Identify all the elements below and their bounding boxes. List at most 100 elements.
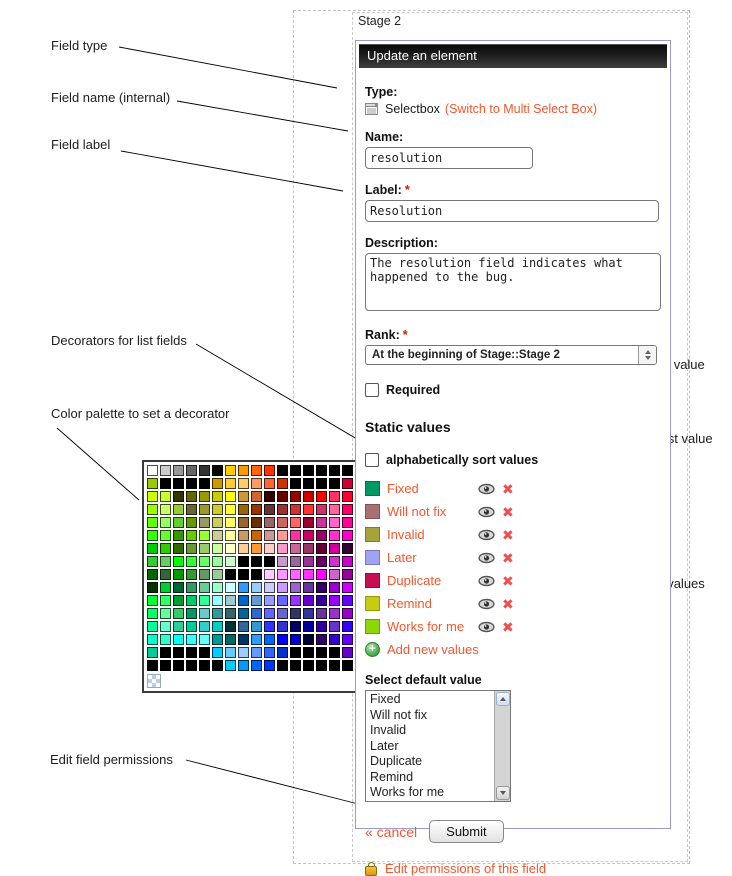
palette-swatch[interactable] — [212, 556, 223, 567]
palette-swatch[interactable] — [225, 491, 236, 502]
palette-swatch[interactable] — [303, 582, 314, 593]
palette-swatch[interactable] — [238, 569, 249, 580]
palette-swatch[interactable] — [147, 621, 158, 632]
palette-swatch[interactable] — [238, 608, 249, 619]
palette-swatch[interactable] — [316, 478, 327, 489]
palette-swatch[interactable] — [316, 660, 327, 671]
switch-to-multi-select-link[interactable]: (Switch to Multi Select Box) — [444, 102, 598, 116]
palette-swatch[interactable] — [290, 491, 301, 502]
palette-swatch[interactable] — [212, 634, 223, 645]
palette-swatch[interactable] — [238, 543, 249, 554]
palette-swatch[interactable] — [147, 478, 158, 489]
palette-swatch[interactable] — [160, 595, 171, 606]
palette-swatch[interactable] — [225, 582, 236, 593]
palette-swatch[interactable] — [316, 491, 327, 502]
palette-swatch[interactable] — [251, 478, 262, 489]
palette-swatch[interactable] — [238, 504, 249, 515]
palette-swatch[interactable] — [160, 634, 171, 645]
edit-permissions-link[interactable]: Edit permissions of this field — [385, 861, 547, 876]
palette-swatch[interactable] — [173, 491, 184, 502]
palette-swatch[interactable] — [147, 608, 158, 619]
decorator-swatch[interactable] — [365, 619, 380, 634]
default-value-option[interactable]: Invalid — [370, 723, 407, 737]
decorator-swatch[interactable] — [365, 596, 380, 611]
palette-swatch[interactable] — [160, 530, 171, 541]
cancel-link[interactable]: « cancel — [365, 823, 418, 840]
palette-swatch[interactable] — [342, 465, 353, 476]
decorator-swatch[interactable] — [365, 527, 380, 542]
static-value-label[interactable]: Duplicate — [387, 573, 442, 588]
palette-swatch[interactable] — [342, 582, 353, 593]
palette-swatch[interactable] — [251, 530, 262, 541]
palette-swatch[interactable] — [238, 517, 249, 528]
add-values-icon[interactable] — [365, 642, 380, 657]
hide-value-eye-icon[interactable] — [478, 483, 495, 495]
palette-swatch[interactable] — [303, 647, 314, 658]
palette-swatch[interactable] — [147, 543, 158, 554]
palette-swatch[interactable] — [160, 465, 171, 476]
palette-swatch[interactable] — [264, 556, 275, 567]
palette-swatch[interactable] — [160, 556, 171, 567]
palette-swatch[interactable] — [225, 621, 236, 632]
palette-swatch[interactable] — [173, 647, 184, 658]
label-input[interactable] — [365, 200, 659, 222]
palette-swatch[interactable] — [303, 621, 314, 632]
palette-swatch[interactable] — [329, 621, 340, 632]
default-value-option[interactable]: Will not fix — [370, 707, 427, 722]
palette-swatch[interactable] — [147, 530, 158, 541]
palette-swatch[interactable] — [251, 660, 262, 671]
palette-swatch[interactable] — [342, 530, 353, 541]
palette-swatch[interactable] — [329, 478, 340, 489]
palette-swatch[interactable] — [212, 504, 223, 515]
palette-swatch[interactable] — [199, 569, 210, 580]
palette-swatch[interactable] — [290, 465, 301, 476]
palette-swatch[interactable] — [173, 478, 184, 489]
palette-swatch[interactable] — [212, 465, 223, 476]
palette-swatch[interactable] — [251, 608, 262, 619]
palette-swatch[interactable] — [186, 504, 197, 515]
palette-swatch[interactable] — [303, 569, 314, 580]
static-value-label[interactable]: Remind — [387, 596, 432, 611]
palette-swatch[interactable] — [160, 543, 171, 554]
palette-swatch[interactable] — [199, 608, 210, 619]
palette-swatch[interactable] — [225, 517, 236, 528]
palette-swatch[interactable] — [238, 465, 249, 476]
palette-swatch[interactable] — [186, 517, 197, 528]
palette-swatch[interactable] — [147, 634, 158, 645]
palette-swatch[interactable] — [251, 465, 262, 476]
palette-swatch[interactable] — [173, 569, 184, 580]
palette-swatch[interactable] — [212, 595, 223, 606]
palette-swatch[interactable] — [160, 660, 171, 671]
palette-swatch[interactable] — [173, 660, 184, 671]
palette-swatch[interactable] — [186, 556, 197, 567]
palette-swatch[interactable] — [173, 582, 184, 593]
palette-swatch[interactable] — [264, 491, 275, 502]
palette-swatch[interactable] — [147, 517, 158, 528]
palette-swatch[interactable] — [186, 530, 197, 541]
palette-swatch[interactable] — [147, 491, 158, 502]
palette-swatch[interactable] — [290, 556, 301, 567]
palette-swatch[interactable] — [290, 543, 301, 554]
default-value-option[interactable]: Works for me — [370, 785, 445, 799]
palette-swatch[interactable] — [303, 660, 314, 671]
palette-swatch[interactable] — [342, 660, 353, 671]
palette-swatch[interactable] — [199, 465, 210, 476]
palette-swatch[interactable] — [251, 634, 262, 645]
palette-swatch[interactable] — [251, 491, 262, 502]
delete-value-icon[interactable]: ✖ — [502, 480, 514, 497]
palette-swatch[interactable] — [277, 660, 288, 671]
static-value-label[interactable]: Will not fix — [387, 504, 447, 519]
palette-swatch[interactable] — [316, 556, 327, 567]
palette-swatch[interactable] — [173, 621, 184, 632]
add-new-values-link[interactable]: Add new values — [387, 642, 479, 657]
hide-value-eye-icon[interactable] — [478, 529, 495, 541]
palette-swatch[interactable] — [342, 621, 353, 632]
palette-swatch[interactable] — [290, 517, 301, 528]
palette-swatch[interactable] — [173, 556, 184, 567]
palette-swatch[interactable] — [199, 491, 210, 502]
palette-swatch[interactable] — [329, 543, 340, 554]
palette-swatch[interactable] — [290, 634, 301, 645]
palette-swatch[interactable] — [186, 647, 197, 658]
palette-swatch[interactable] — [160, 621, 171, 632]
palette-swatch[interactable] — [277, 478, 288, 489]
